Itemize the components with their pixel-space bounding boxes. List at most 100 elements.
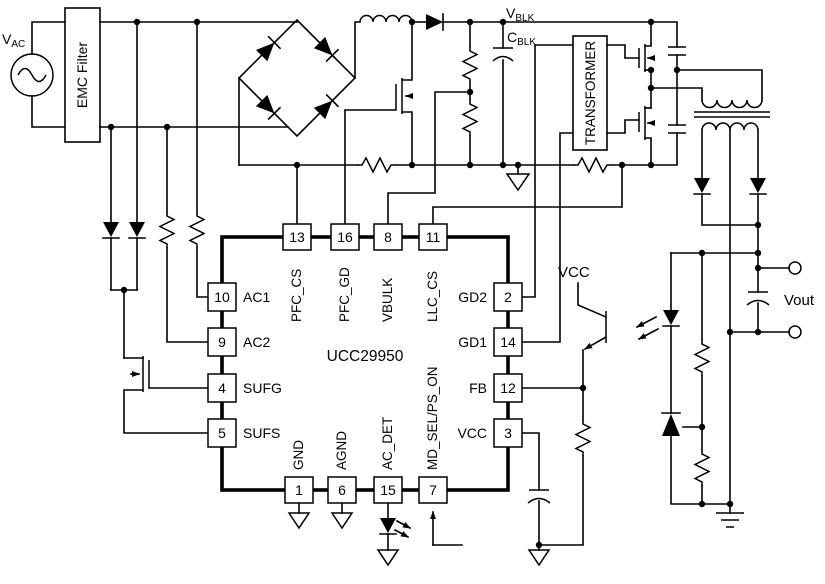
boost-inductor <box>359 14 413 23</box>
ground-icon <box>287 512 311 530</box>
opto-led-icon <box>663 310 679 325</box>
diode-icon <box>103 222 119 237</box>
ic-pin-wires <box>287 164 623 530</box>
bulk-capacitor: VBLK CBLK <box>492 5 536 166</box>
pin-16: 16 PFC_GD <box>330 223 360 322</box>
feedback-network <box>635 252 759 528</box>
svg-text:FB: FB <box>469 380 487 396</box>
ps-on-arrow <box>430 511 463 546</box>
terminal-icon <box>788 261 802 275</box>
svg-text:9: 9 <box>218 334 226 350</box>
polarized-cap-icon <box>527 497 551 504</box>
led-arrow-icon <box>393 528 410 539</box>
pin-10: 10 AC1 <box>207 282 270 312</box>
vblk-label: VBLK <box>506 5 535 24</box>
opto-arrow-icon <box>635 315 658 329</box>
vcc-capacitor <box>521 432 551 567</box>
startup-mosfet <box>123 356 209 434</box>
ground-icon <box>527 549 551 567</box>
pin-8: 8 VBULK <box>373 223 403 322</box>
bridge-rectifier <box>237 18 361 166</box>
svg-text:8: 8 <box>384 229 392 245</box>
svg-text:AGND: AGND <box>334 431 349 470</box>
svg-text:SUFS: SUFS <box>243 425 280 441</box>
svg-text:VCC: VCC <box>457 425 487 441</box>
svg-text:3: 3 <box>504 425 512 441</box>
diode-icon <box>129 222 145 237</box>
primary-winding-icon <box>701 99 763 109</box>
resistor-icon <box>188 212 206 248</box>
boost-mosfet <box>344 21 413 225</box>
llc-high-mosfet <box>638 21 655 72</box>
svg-text:11: 11 <box>426 229 441 245</box>
pfc-sense-resistor-icon <box>357 156 397 174</box>
svg-text:AC1: AC1 <box>243 289 270 305</box>
cblk-label: CBLK <box>507 29 536 48</box>
ground-rail <box>238 132 678 192</box>
pin-13: 13 PFC_CS <box>282 223 312 322</box>
bulk-voltage-divider <box>387 21 479 225</box>
led-arrow-icon <box>395 519 412 530</box>
ac-rails <box>99 21 298 128</box>
opto-arrow-icon <box>637 327 660 341</box>
bridge-diode-icon <box>256 42 275 62</box>
svg-text:GND: GND <box>291 440 306 470</box>
ground-icon <box>330 512 354 530</box>
ground-icon <box>376 549 400 567</box>
svg-text:12: 12 <box>500 380 516 396</box>
ac-source: VAC <box>2 21 66 128</box>
llc-low-mosfet <box>638 69 703 166</box>
svg-text:PFC_CS: PFC_CS <box>289 269 304 322</box>
svg-text:2: 2 <box>504 289 512 305</box>
vac-label: VAC <box>2 31 25 50</box>
svg-text:16: 16 <box>337 229 353 245</box>
svg-text:13: 13 <box>289 229 305 245</box>
svg-text:5: 5 <box>218 425 226 441</box>
pin-12: 12 FB <box>469 373 523 403</box>
terminal-icon <box>788 325 802 339</box>
pin-4: 4 SUFG <box>207 373 282 403</box>
junction-dots <box>107 18 762 549</box>
svg-text:GD1: GD1 <box>458 334 487 350</box>
ic-body: UCC29950 <box>220 235 510 492</box>
transformer-label: TRANSFORMER <box>583 41 598 146</box>
pin-6: 6 AGND <box>327 431 357 504</box>
svg-text:MD_SEL/PS_ON: MD_SEL/PS_ON <box>425 366 440 470</box>
emc-filter-label: EMC Filter <box>74 42 90 108</box>
svg-text:PFC_GD: PFC_GD <box>337 267 352 322</box>
svg-text:7: 7 <box>429 482 437 498</box>
resistor-icon <box>574 420 592 456</box>
svg-text:6: 6 <box>338 482 346 498</box>
svg-text:14: 14 <box>500 334 516 350</box>
ic-name: UCC29950 <box>327 348 404 365</box>
shunt-regulator-icon <box>662 414 680 436</box>
ac-det-led <box>376 502 412 567</box>
output-capacitor: Vout <box>746 291 815 333</box>
svg-text:AC_DET: AC_DET <box>380 417 395 470</box>
bridge-diode-icon <box>313 100 333 120</box>
polarized-cap-icon <box>492 55 514 62</box>
svg-text:AC2: AC2 <box>243 334 270 350</box>
ac-clamp-diodes <box>102 21 146 359</box>
pin-14: 14 GD1 <box>458 327 523 357</box>
svg-text:SUFG: SUFG <box>243 380 282 396</box>
output-rectifiers <box>693 129 767 293</box>
polarized-cap-icon <box>746 299 770 306</box>
pin-7: 7 MD_SEL/PS_ON <box>418 366 448 504</box>
pin-5: 5 SUFS <box>207 418 280 448</box>
ic-pins: 13 PFC_CS 16 PFC_GD 8 VBULK 11 LLC_CS 10… <box>207 223 523 504</box>
svg-text:GD2: GD2 <box>458 289 487 305</box>
gate-drive-transformer: TRANSFORMER <box>521 35 640 343</box>
main-transformer <box>694 99 770 505</box>
resonant-capacitors <box>668 46 763 134</box>
sine-wave-icon <box>17 67 47 83</box>
svg-text:15: 15 <box>380 482 396 498</box>
resistor-icon <box>461 100 479 136</box>
pin-9: 9 AC2 <box>207 327 270 357</box>
svg-text:10: 10 <box>214 289 230 305</box>
diode-icon <box>426 14 443 30</box>
svg-text:VBULK: VBULK <box>380 278 395 322</box>
boost-diode <box>411 13 678 48</box>
